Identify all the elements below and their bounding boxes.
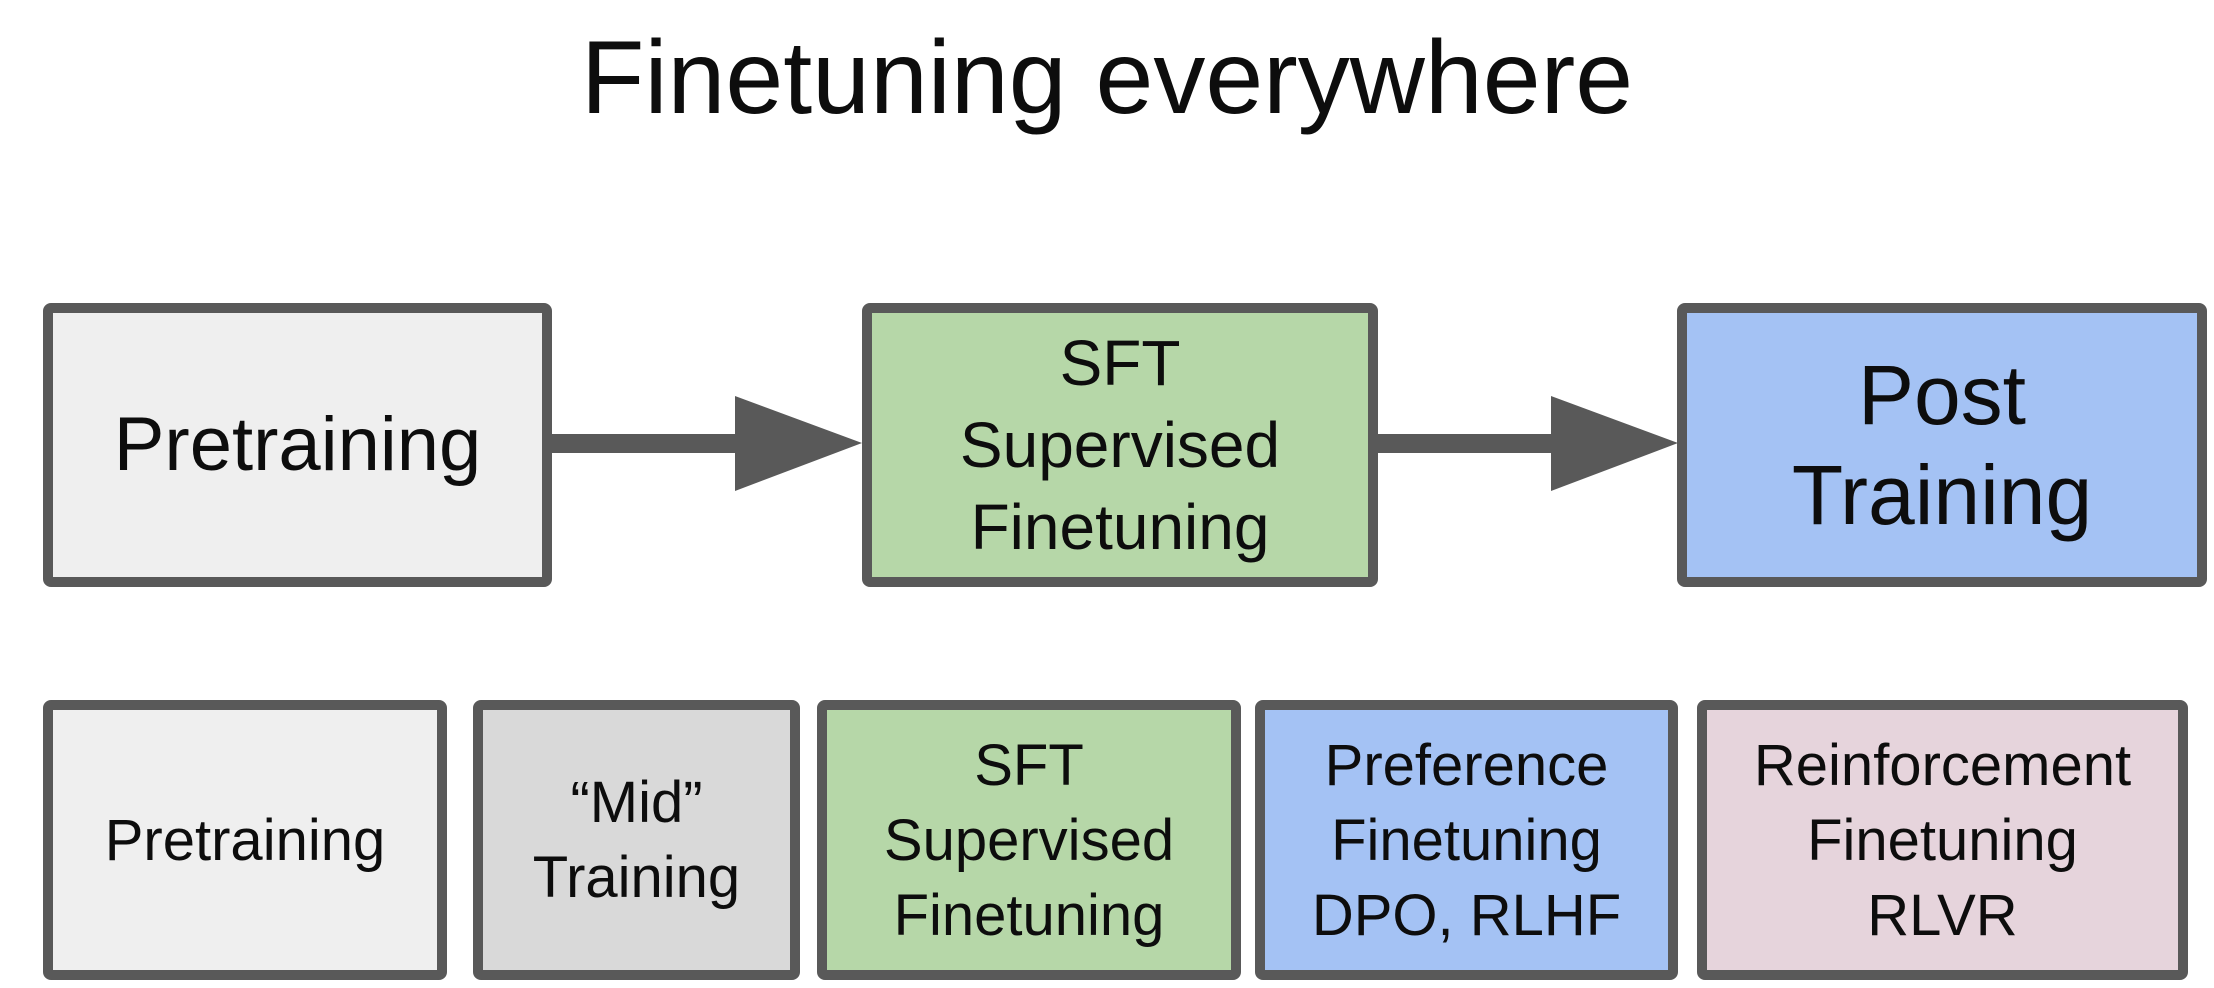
- stage-box-mid-training: “Mid”Training: [473, 700, 800, 980]
- arrow-shaft: [1378, 434, 1551, 453]
- arrow-right-icon: [1551, 396, 1678, 491]
- arrow-right-icon: [735, 396, 862, 491]
- flow-box-pretraining-label: Pretraining: [113, 402, 482, 488]
- stage-box-pretraining: Pretraining: [43, 700, 447, 980]
- stage-box-mid-training-label: “Mid”Training: [532, 770, 741, 910]
- arrow-shaft: [552, 434, 735, 453]
- stage-box-pretraining-label: Pretraining: [104, 807, 386, 873]
- slide-title: Finetuning everywhere: [580, 20, 1634, 136]
- flow-box-pretraining: Pretraining: [43, 303, 552, 587]
